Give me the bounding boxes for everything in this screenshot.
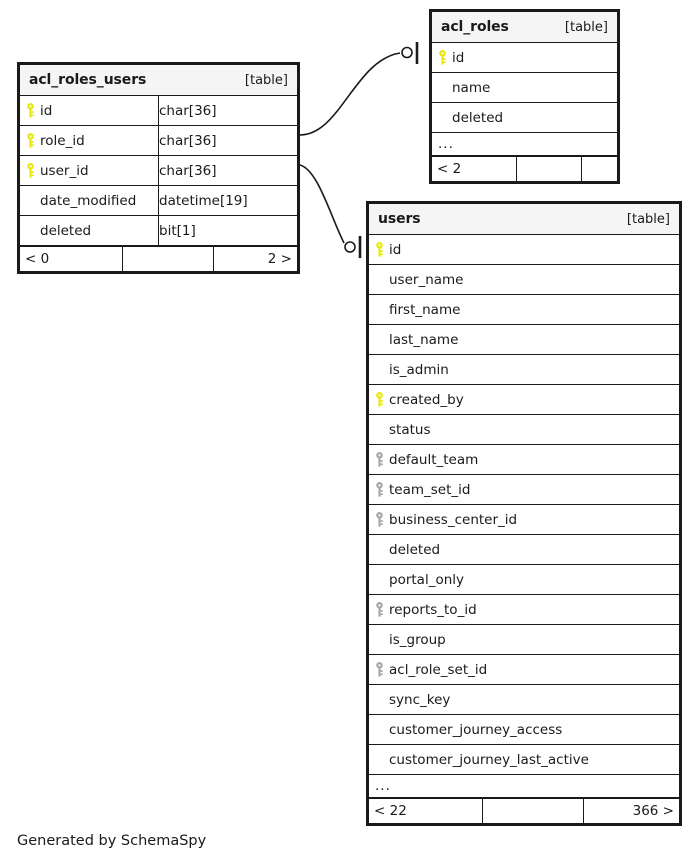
column-name: created_by	[389, 391, 464, 408]
column-row[interactable]: deleted bit[1]	[19, 215, 298, 246]
entity-footer-users: < 22 366 >	[368, 798, 681, 824]
column-name: id	[452, 49, 465, 66]
column-type: char[36]	[158, 95, 298, 126]
column-name: customer_journey_last_active	[389, 751, 589, 768]
column-row[interactable]: portal_only	[368, 564, 680, 595]
column-name: deleted	[40, 222, 92, 239]
column-name: customer_journey_access	[389, 721, 563, 738]
column-row[interactable]: id	[368, 234, 680, 265]
column-row[interactable]: user_name	[368, 264, 680, 295]
column-name: last_name	[389, 331, 459, 348]
footer-parent-count: < 0	[19, 246, 123, 272]
column-row[interactable]: deleted	[368, 534, 680, 565]
footer-middle	[481, 798, 584, 824]
column-name: name	[452, 79, 491, 96]
column-name: user_id	[40, 162, 89, 179]
column-name: acl_role_set_id	[389, 661, 488, 678]
index-key-icon	[369, 662, 389, 677]
primary-key-icon	[20, 163, 40, 178]
index-key-icon	[369, 452, 389, 467]
column-row[interactable]: sync_key	[368, 684, 680, 715]
column-name: default_team	[389, 451, 479, 468]
column-name: business_center_id	[389, 511, 518, 528]
entity-header-acl-roles: acl_roles [table]	[431, 11, 618, 43]
column-row[interactable]: status	[368, 414, 680, 445]
entity-header-users: users [table]	[368, 203, 680, 235]
column-row[interactable]: id	[431, 42, 618, 73]
column-row[interactable]: is_admin	[368, 354, 680, 385]
column-name: is_admin	[389, 361, 449, 378]
column-name: date_modified	[40, 192, 137, 209]
primary-key-icon	[20, 133, 40, 148]
column-row[interactable]: id char[36]	[19, 95, 298, 126]
column-name: sync_key	[389, 691, 451, 708]
column-type: char[36]	[158, 155, 298, 186]
column-name: deleted	[452, 109, 504, 126]
more-columns-indicator: ...	[368, 774, 680, 798]
footer-child-count	[581, 156, 618, 182]
column-name: role_id	[40, 132, 85, 149]
entity-title: acl_roles	[441, 19, 509, 35]
column-name: is_group	[389, 631, 446, 648]
entity-acl-roles-users[interactable]: acl_roles_users [table]	[17, 62, 300, 274]
entity-header-acl-roles-users: acl_roles_users [table]	[19, 64, 298, 96]
entity-type-tag: [table]	[244, 72, 288, 88]
entity-acl-roles[interactable]: acl_roles [table]	[429, 9, 620, 184]
more-columns-indicator: ...	[431, 132, 618, 156]
column-row[interactable]: business_center_id	[368, 504, 680, 535]
column-name: id	[40, 102, 53, 119]
column-type: datetime[19]	[158, 185, 298, 216]
relationship-acl-roles-users-to-users	[299, 164, 362, 258]
column-row[interactable]: acl_role_set_id	[368, 654, 680, 685]
generated-by-caption: Generated by SchemaSpy	[17, 833, 207, 849]
index-key-icon	[369, 482, 389, 497]
column-row[interactable]: deleted	[431, 102, 618, 133]
index-key-icon	[369, 512, 389, 527]
column-name: first_name	[389, 301, 461, 318]
column-type: bit[1]	[158, 215, 298, 246]
footer-parent-count: < 22	[368, 798, 483, 824]
relationship-acl-roles-users-to-acl-roles	[299, 42, 419, 136]
entity-users[interactable]: users [table] id user_name first_name last_…	[366, 201, 682, 826]
column-row[interactable]: first_name	[368, 294, 680, 325]
column-name: portal_only	[389, 571, 465, 588]
entity-title: acl_roles_users	[29, 72, 147, 88]
footer-parent-count: < 2	[430, 156, 518, 182]
column-row[interactable]: is_group	[368, 624, 680, 655]
column-name: id	[389, 241, 402, 258]
footer-middle	[516, 156, 583, 182]
ellipsis-label: ...	[431, 132, 618, 156]
entity-type-tag: [table]	[626, 211, 670, 227]
ellipsis-label: ...	[368, 774, 680, 798]
footer-middle	[121, 246, 215, 272]
column-row[interactable]: customer_journey_last_active	[368, 744, 680, 775]
entity-footer-acl-roles: < 2	[430, 156, 618, 182]
column-name: deleted	[389, 541, 441, 558]
entity-title: users	[378, 211, 421, 227]
primary-key-icon	[432, 50, 452, 65]
column-row[interactable]: team_set_id	[368, 474, 680, 505]
column-row[interactable]: last_name	[368, 324, 680, 355]
column-row[interactable]: reports_to_id	[368, 594, 680, 625]
column-name: user_name	[389, 271, 464, 288]
index-key-icon	[369, 602, 389, 617]
column-row[interactable]: date_modified datetime[19]	[19, 185, 298, 216]
column-type: char[36]	[158, 125, 298, 156]
column-row[interactable]: role_id char[36]	[19, 125, 298, 156]
footer-child-count: 366 >	[582, 798, 681, 824]
entity-footer-acl-roles-users: < 0 2 >	[19, 246, 298, 272]
primary-key-icon	[369, 242, 389, 257]
entity-type-tag: [table]	[564, 19, 608, 35]
primary-key-icon	[369, 392, 389, 407]
column-name: status	[389, 421, 431, 438]
column-row[interactable]: created_by	[368, 384, 680, 415]
column-name: reports_to_id	[389, 601, 477, 618]
primary-key-icon	[20, 103, 40, 118]
column-row[interactable]: user_id char[36]	[19, 155, 298, 186]
column-row[interactable]: customer_journey_access	[368, 714, 680, 745]
column-row[interactable]: name	[431, 72, 618, 103]
footer-child-count: 2 >	[213, 246, 298, 272]
column-name: team_set_id	[389, 481, 471, 498]
column-row[interactable]: default_team	[368, 444, 680, 475]
